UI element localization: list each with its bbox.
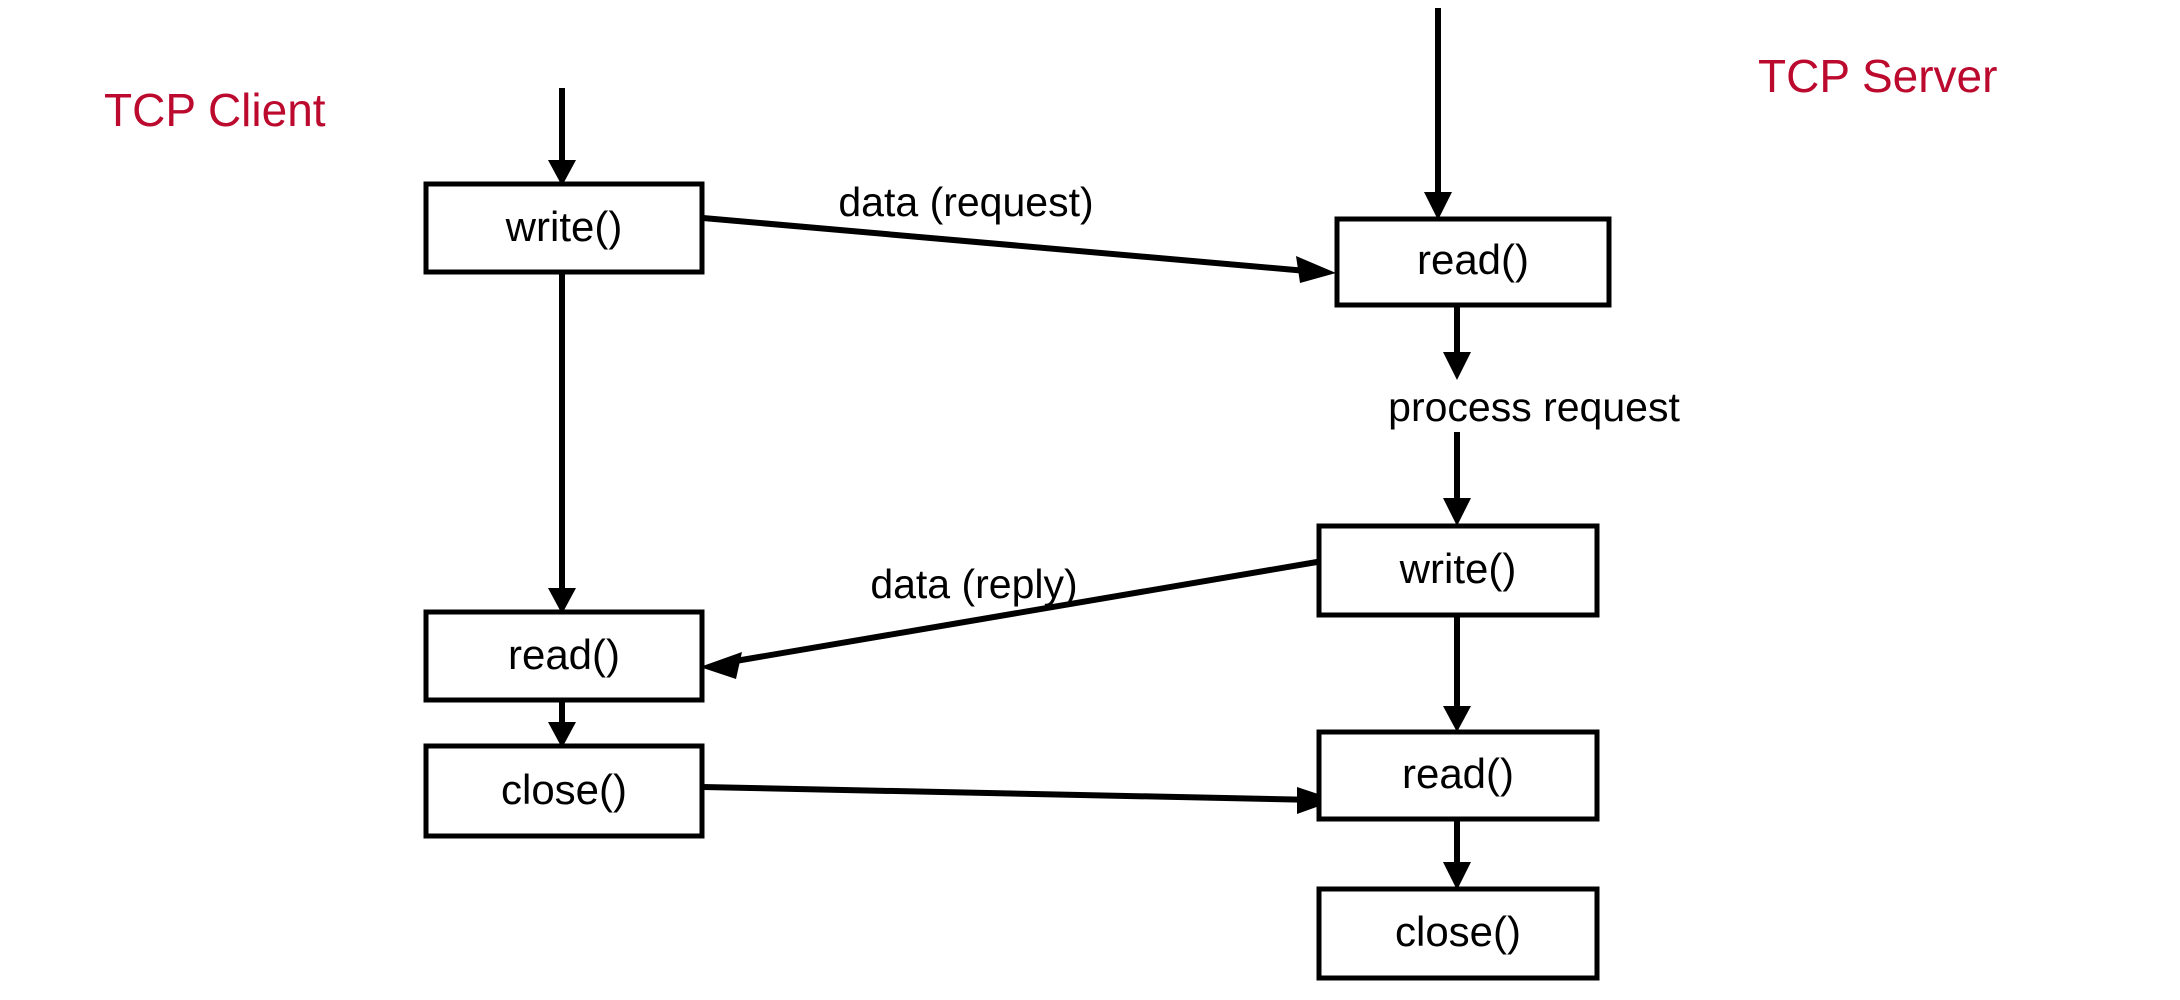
tcp-client-title: TCP Client (104, 84, 326, 136)
client-read-label: read() (508, 631, 620, 678)
server-read-1-node[interactable]: read() (1334, 216, 1612, 308)
client-write-label: write() (505, 203, 623, 250)
client-close-node[interactable]: close() (423, 743, 705, 839)
server-read-to-process-arrow (1443, 305, 1471, 380)
server-close-label: close() (1395, 908, 1521, 955)
data-request-label: data (request) (838, 179, 1093, 225)
data-reply-arrow (700, 559, 1318, 679)
tcp-server-title: TCP Server (1758, 50, 1997, 102)
server-write-to-read-arrow (1443, 615, 1471, 732)
client-close-label: close() (501, 766, 627, 813)
client-write-to-read-arrow (548, 272, 576, 614)
client-read-to-close-arrow (548, 700, 576, 748)
server-read-2-label: read() (1402, 750, 1514, 797)
server-process-to-write-arrow (1443, 432, 1471, 526)
server-write-node[interactable]: write() (1316, 523, 1600, 618)
server-write-label: write() (1399, 545, 1517, 592)
data-reply-label: data (reply) (870, 561, 1077, 607)
server-read-2-node[interactable]: read() (1316, 729, 1600, 822)
server-entry-arrow (1424, 8, 1452, 220)
server-read-to-close-arrow (1443, 818, 1471, 890)
server-close-node[interactable]: close() (1316, 886, 1600, 981)
process-request-label: process request (1388, 384, 1680, 430)
server-read-1-label: read() (1417, 236, 1529, 283)
client-entry-arrow (548, 88, 576, 186)
client-read-node[interactable]: read() (423, 609, 705, 703)
client-write-node[interactable]: write() (423, 181, 705, 275)
data-request-arrow (702, 215, 1336, 283)
close-to-read-arrow (702, 784, 1336, 814)
